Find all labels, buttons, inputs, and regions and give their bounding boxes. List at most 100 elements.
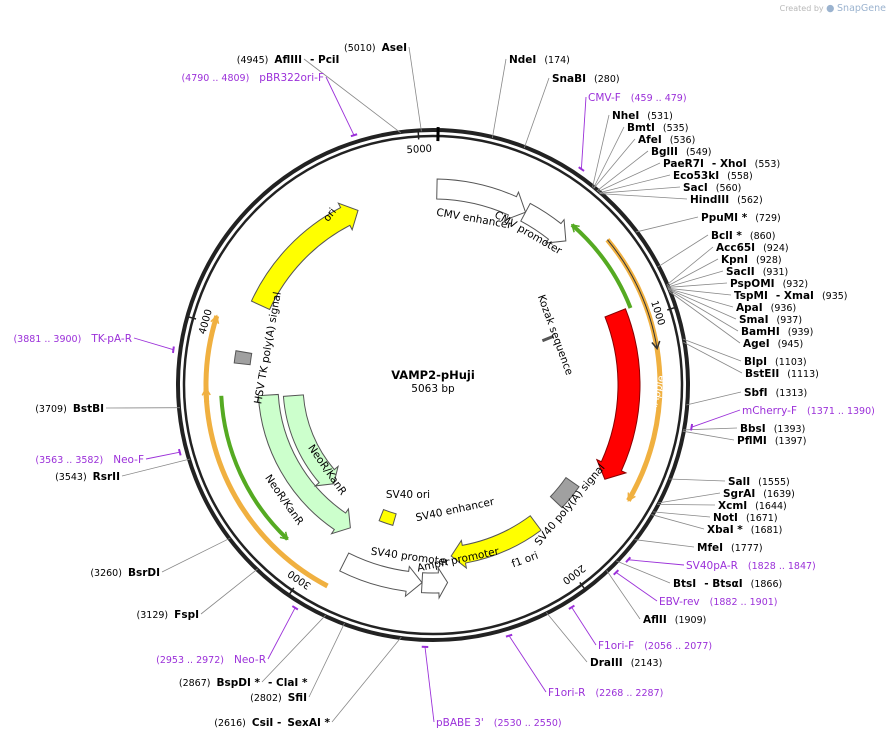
restriction-site[interactable]: TspMI- XmaI(935) (734, 290, 847, 302)
restriction-site[interactable]: BstBI(3709) (35, 403, 104, 415)
feature-label: mApple (646, 374, 668, 416)
restriction-site[interactable]: AflIII- PciI(4945) (237, 54, 340, 66)
feature-label: SV40 poly(A) signal (532, 462, 607, 548)
site-name: PpuMI * (701, 212, 748, 224)
restriction-site[interactable]: KpnI(928) (721, 254, 782, 266)
primer-connector (145, 451, 180, 460)
site-connector (682, 430, 735, 441)
site-connector (667, 287, 732, 296)
site-position: (536) (670, 135, 696, 146)
feature-label: f1 ori (510, 550, 540, 571)
primer-marker (613, 569, 620, 576)
backbone-outer-ring (176, 128, 690, 642)
primer[interactable]: Neo-R(2953 .. 2972) (156, 654, 266, 666)
restriction-site[interactable]: PspOMI(932) (730, 278, 808, 290)
restriction-site[interactable]: BglII(549) (651, 146, 711, 158)
restriction-site[interactable]: XcmI(1644) (718, 500, 787, 512)
restriction-site[interactable]: MfeI(1777) (697, 542, 763, 554)
restriction-site[interactable]: PpuMI *(729) (701, 212, 781, 224)
restriction-site[interactable]: ApaI(936) (736, 302, 796, 314)
restriction-site[interactable]: SbfI(1313) (744, 387, 807, 399)
feature-neor-kanr (257, 393, 351, 535)
primer-marker (291, 605, 299, 611)
feature-kozak-sequence (541, 334, 555, 343)
restriction-site[interactable]: SmaI(937) (739, 314, 802, 326)
primer[interactable]: EBV-rev(1882 .. 1901) (659, 596, 778, 608)
primer-name: F1ori-F (598, 640, 634, 652)
site-name: BtsI (673, 578, 696, 590)
primer-connector (615, 572, 658, 602)
site-name: SfiI (288, 692, 307, 704)
primer-range: (3563 .. 3582) (35, 455, 103, 466)
site-name: DraIII (590, 657, 623, 669)
restriction-site[interactable]: FspI(3129) (137, 609, 199, 621)
restriction-site[interactable]: RsrII(3543) (55, 471, 120, 483)
restriction-site[interactable]: AgeI(945) (743, 338, 803, 350)
primer[interactable]: mCherry-F(1371 .. 1390) (742, 405, 875, 417)
primer[interactable]: Neo-F(3563 .. 3582) (35, 454, 144, 466)
primer[interactable]: F1ori-R(2268 .. 2287) (548, 687, 663, 699)
site-name: PaeR7I (663, 158, 704, 170)
site-position: (924) (763, 243, 789, 254)
primer[interactable]: F1ori-F (2056 .. 2077) (598, 640, 712, 652)
feature-mapple (595, 308, 641, 480)
restriction-site[interactable]: BbsI(1393) (740, 423, 805, 435)
restriction-site[interactable]: AflII(1909) (643, 614, 706, 626)
restriction-site[interactable]: PaeR7I- XhoI(553) (663, 158, 780, 170)
primer[interactable]: TK-pA-R(3881 .. 3900) (13, 333, 132, 345)
restriction-site[interactable]: BamHI(939) (741, 326, 813, 338)
orf-track-green-a (570, 223, 633, 309)
restriction-site[interactable]: Acc65I(924) (716, 242, 789, 254)
restriction-site[interactable]: SalI(1555) (728, 476, 790, 488)
primer[interactable]: SV40pA-R(1828 .. 1847) (686, 560, 816, 572)
orf-track-tk-arrowhead (210, 314, 220, 325)
restriction-site[interactable]: SexAI *CsiI -(2616) (214, 717, 330, 729)
site-name: XcmI (718, 500, 747, 512)
restriction-site[interactable]: HindIII(562) (690, 194, 763, 206)
restriction-site[interactable]: SnaBI(280) (552, 73, 620, 85)
site-name: SbfI (744, 387, 768, 399)
primer-name: mCherry-F (742, 405, 797, 417)
restriction-site[interactable]: BclI *(860) (711, 230, 775, 242)
restriction-site[interactable]: SacII(931) (726, 266, 788, 278)
site-connector (667, 270, 724, 288)
primer[interactable]: pBR322ori-F(4790 .. 4809) (181, 72, 324, 84)
site-connector (668, 478, 726, 482)
restriction-site[interactable]: XbaI *(1681) (707, 524, 782, 536)
site-connector (545, 612, 588, 663)
restriction-site[interactable]: BstEII(1113) (745, 368, 819, 380)
site-connector (657, 234, 709, 268)
restriction-site[interactable]: BspDI *- ClaI *(2867) (179, 677, 308, 689)
tick-mark (287, 587, 295, 597)
site-position: (935) (822, 291, 848, 302)
restriction-site[interactable]: BmtI(535) (627, 122, 688, 134)
restriction-site[interactable]: AseI(5010) (344, 42, 407, 54)
restriction-site[interactable]: SfiI (2802) (250, 692, 307, 704)
primer[interactable]: CMV-F(459 .. 479) (588, 92, 687, 104)
site-connector (599, 186, 681, 194)
primer[interactable]: pBABE 3'(2530 .. 2550) (436, 717, 562, 729)
restriction-site[interactable]: BsrDI(3260) (90, 567, 160, 579)
restriction-site[interactable]: DraIII(2143) (590, 657, 662, 669)
restriction-site[interactable]: BtsI- BtsαI(1866) (673, 578, 782, 590)
tick-mark (417, 129, 420, 140)
restriction-site[interactable]: AfeI(536) (638, 134, 695, 146)
site-position: (2802) (250, 693, 282, 704)
site-name: RsrII (93, 471, 120, 483)
restriction-site[interactable]: Eco53kI(558) (673, 170, 753, 182)
restriction-site[interactable]: NheI(531) (612, 110, 673, 122)
restriction-site[interactable]: SgrAI(1639) (723, 488, 795, 500)
restriction-site[interactable]: NotI(1671) (713, 512, 778, 524)
restriction-site[interactable]: BlpI(1103) (744, 356, 807, 368)
plasmid-length: 5063 bp (411, 383, 455, 395)
site-connector (666, 246, 714, 286)
site-name: SnaBI (552, 73, 586, 85)
site-connector (651, 514, 705, 530)
restriction-site[interactable]: SacI(560) (683, 182, 741, 194)
primer-range: (2056 .. 2077) (644, 641, 712, 652)
restriction-site[interactable]: PflMI(1397) (737, 435, 806, 447)
site-alt-name: - BtsαI (704, 578, 742, 590)
site-name: BlpI (744, 356, 767, 368)
site-name: SgrAI (723, 488, 755, 500)
restriction-site[interactable]: NdeI(174) (509, 54, 570, 66)
